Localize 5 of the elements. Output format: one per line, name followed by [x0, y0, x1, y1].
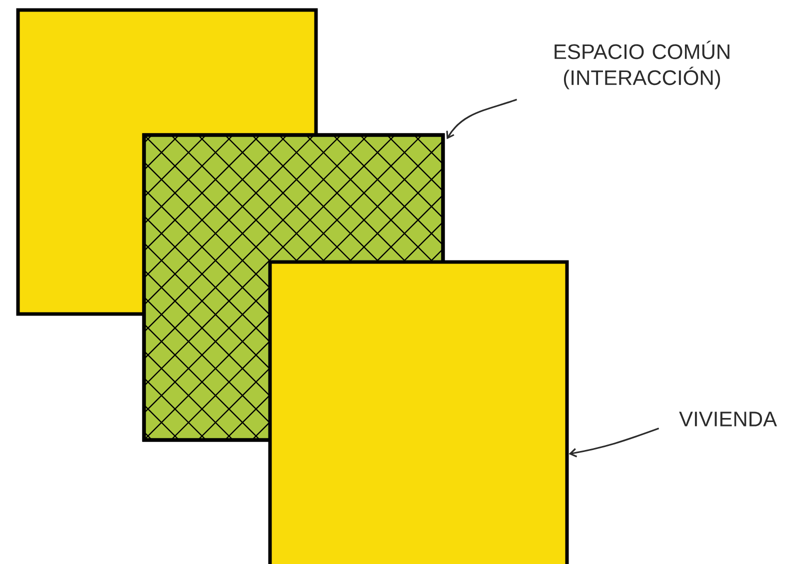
- leader-line: [568, 428, 660, 458]
- leader-line: [446, 98, 518, 140]
- square: [268, 260, 569, 564]
- label-text: ESPACIO COMÚN (INTERACCIÓN): [554, 40, 730, 90]
- label-text: VIVIENDA: [679, 412, 777, 426]
